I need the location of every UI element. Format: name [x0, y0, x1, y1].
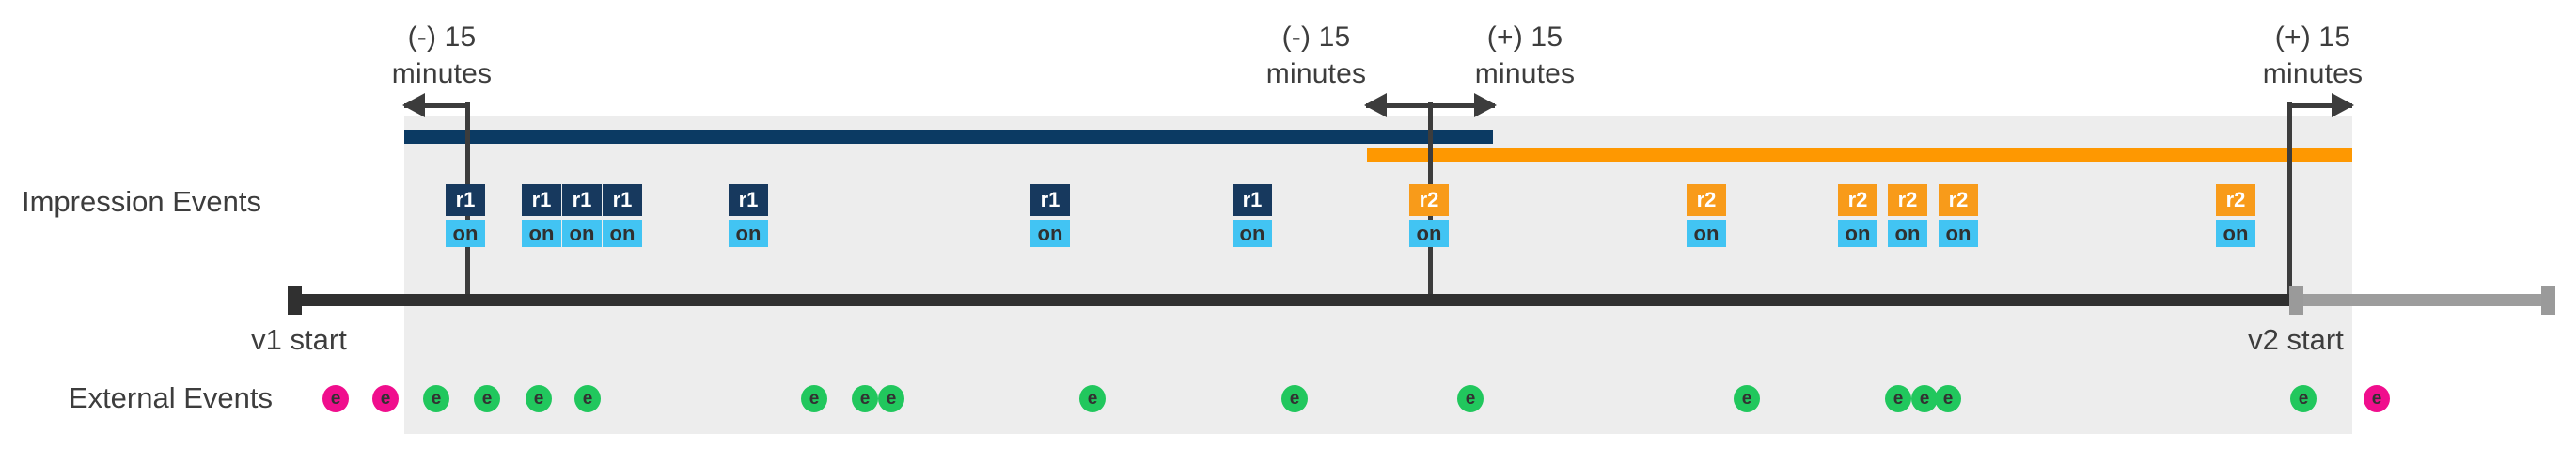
impression-status-badge: on	[1409, 220, 1449, 247]
plus15-right-label-line1: (+) 15	[2274, 22, 2351, 53]
plusminus15-arrow-shaft	[1366, 103, 1495, 108]
external-event-dot-green: e	[1079, 385, 1106, 412]
minus15-left-label-line1: (-) 15	[407, 22, 477, 53]
external-event-dot-pink: e	[372, 385, 399, 412]
impression-badge-r1: r1	[562, 184, 602, 216]
impression-status-badge: on	[1687, 220, 1726, 247]
external-event-dot-green: e	[1911, 385, 1938, 412]
plus15-mid-label-line2: minutes	[1474, 58, 1576, 89]
plus15-right-label: (+) 15 minutes	[2191, 19, 2435, 92]
external-event-dot-green: e	[1734, 385, 1760, 412]
v2-start-marker-line	[2287, 102, 2292, 294]
external-event-dot-green: e	[1885, 385, 1911, 412]
impression-status-badge: on	[522, 220, 561, 247]
impression-status-badge: on	[1030, 220, 1070, 247]
impression-status-badge: on	[446, 220, 485, 247]
impression-badge-r1: r1	[446, 184, 485, 216]
impression-status-badge: on	[1233, 220, 1272, 247]
timeline-end-tick	[2541, 286, 2555, 315]
minus15-left-arrow-shaft	[404, 103, 470, 108]
external-event-dot-green: e	[526, 385, 552, 412]
minus15-left-label: (-) 15 minutes	[320, 19, 564, 92]
minus15-mid-label: (-) 15 minutes	[1194, 19, 1438, 92]
impression-badge-r1: r1	[1233, 184, 1272, 216]
impression-badge-r2: r2	[1939, 184, 1978, 216]
v1-start-label: v1 start	[251, 323, 347, 356]
external-event-dot-green: e	[1935, 385, 1961, 412]
impression-badge-r2: r2	[1838, 184, 1877, 216]
impression-badge-r2: r2	[1409, 184, 1449, 216]
v2-timeline-bar	[2290, 294, 2555, 306]
impression-status-badge: on	[1939, 220, 1978, 247]
impression-status-badge: on	[1888, 220, 1927, 247]
external-event-dot-green: e	[1457, 385, 1484, 412]
impression-badge-r2: r2	[2216, 184, 2255, 216]
minus15-left-arrow-head-left-icon	[402, 93, 425, 117]
impression-status-badge: on	[603, 220, 642, 247]
plus15-right-arrow-shaft	[2289, 103, 2352, 108]
impression-status-badge: on	[1838, 220, 1877, 247]
r1-active-window-bar	[404, 130, 1493, 144]
v1-timeline-bar	[291, 294, 2290, 306]
r2-active-window-bar	[1367, 148, 2352, 162]
impression-status-badge: on	[562, 220, 602, 247]
plus15-right-arrow-head-right-icon	[2332, 93, 2354, 117]
impression-events-row-label: Impression Events	[22, 185, 261, 218]
v2-start-label: v2 start	[2248, 323, 2344, 356]
analysis-window-panel	[404, 116, 2352, 434]
plusminus15-arrow-head-left-icon	[1364, 93, 1387, 117]
impression-badge-r2: r2	[1888, 184, 1927, 216]
minus15-mid-label-line2: minutes	[1265, 58, 1367, 89]
impression-badge-r1: r1	[1030, 184, 1070, 216]
minus15-mid-label-line1: (-) 15	[1281, 22, 1351, 53]
plus15-mid-label: (+) 15 minutes	[1403, 19, 1647, 92]
external-event-dot-green: e	[852, 385, 878, 412]
external-event-dot-pink: e	[2364, 385, 2390, 412]
impression-badge-r1: r1	[603, 184, 642, 216]
plus15-right-label-line2: minutes	[2262, 58, 2364, 89]
external-event-dot-green: e	[574, 385, 601, 412]
plus15-mid-label-line1: (+) 15	[1486, 22, 1563, 53]
v1-start-tick	[288, 286, 302, 315]
external-event-dot-green: e	[2290, 385, 2317, 412]
external-events-row-label: External Events	[68, 381, 273, 414]
external-event-dot-green: e	[423, 385, 449, 412]
impression-status-badge: on	[729, 220, 768, 247]
external-event-dot-pink: e	[322, 385, 349, 412]
external-event-dot-green: e	[878, 385, 904, 412]
impression-badge-r1: r1	[522, 184, 561, 216]
plusminus15-arrow-head-right-icon	[1474, 93, 1497, 117]
impression-status-badge: on	[2216, 220, 2255, 247]
impression-badge-r1: r1	[729, 184, 768, 216]
minus15-left-label-line2: minutes	[391, 58, 493, 89]
external-event-dot-green: e	[801, 385, 827, 412]
external-event-dot-green: e	[474, 385, 500, 412]
impression-badge-r2: r2	[1687, 184, 1726, 216]
v2-start-tick	[2289, 286, 2303, 315]
external-event-dot-green: e	[1281, 385, 1308, 412]
